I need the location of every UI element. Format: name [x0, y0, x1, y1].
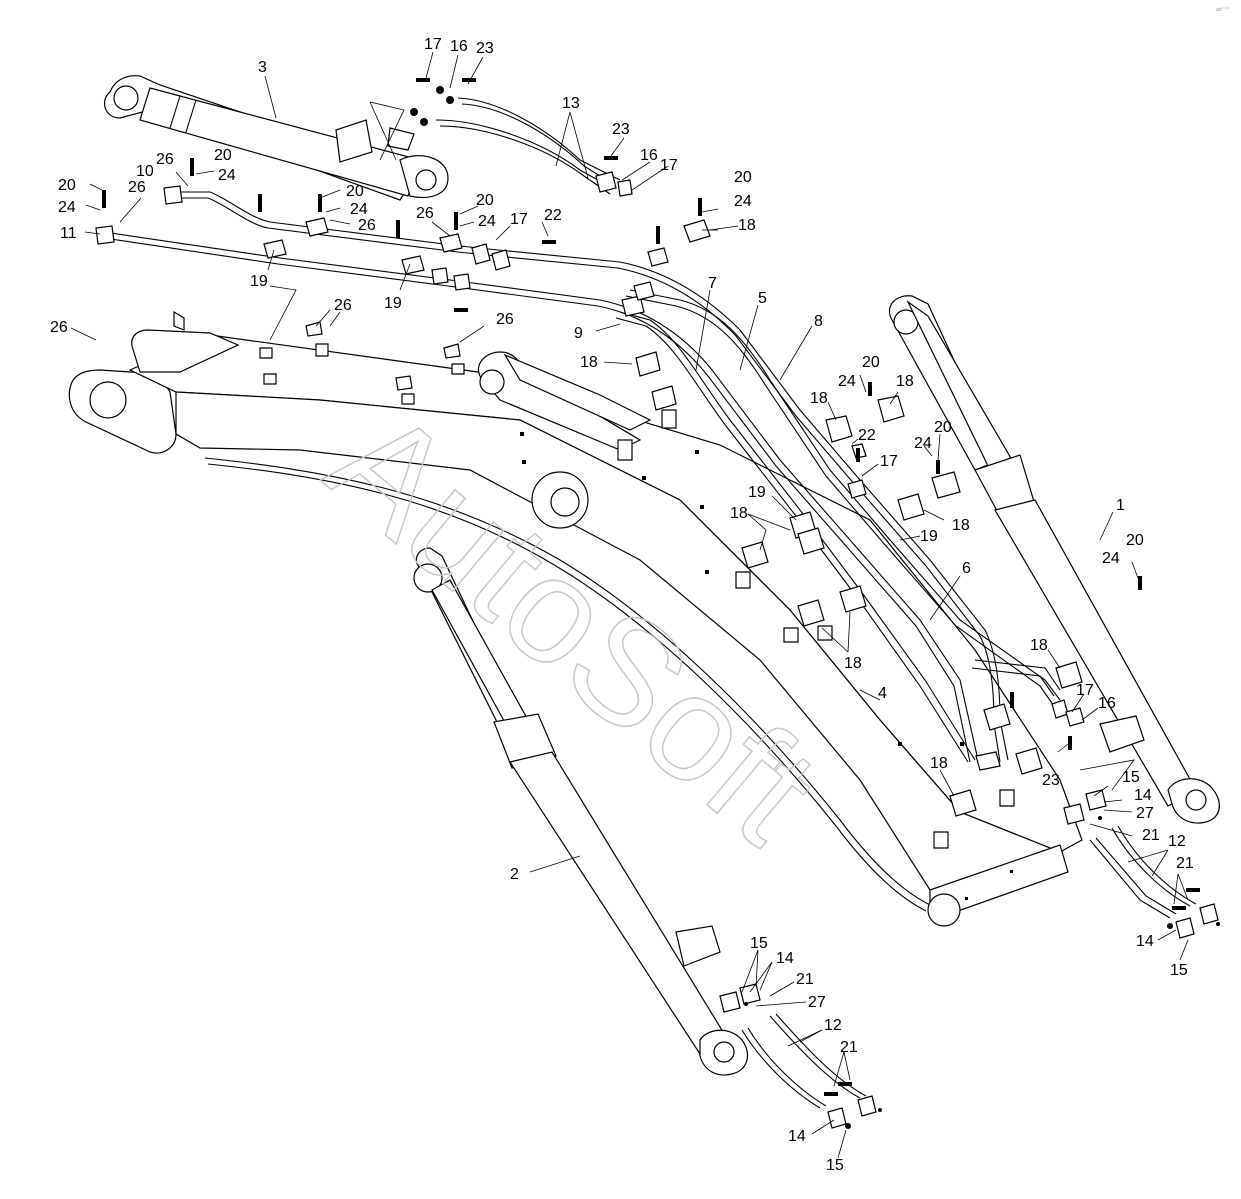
callout-26: 26 [128, 179, 146, 196]
callout-18: 18 [810, 390, 828, 407]
callout-20: 20 [476, 192, 494, 209]
callout-10: 10 [136, 163, 154, 180]
callout-26: 26 [334, 297, 352, 314]
callout-3: 3 [258, 59, 267, 76]
callout-17: 17 [880, 453, 898, 470]
callout-23: 23 [476, 40, 494, 57]
callout-20: 20 [734, 169, 752, 186]
callout-19: 19 [250, 273, 268, 290]
callout-14: 14 [1136, 933, 1154, 950]
callout-15: 15 [1170, 962, 1188, 979]
callout-23: 23 [1042, 772, 1060, 789]
leader-lines [70, 51, 1189, 1159]
callout-14: 14 [776, 950, 794, 967]
cylinder-2 [413, 547, 749, 1076]
callout-15: 15 [1122, 769, 1140, 786]
callout-18: 18 [730, 505, 748, 522]
cylinder-3 [103, 75, 449, 201]
callout-2: 2 [510, 866, 519, 883]
callout-16: 16 [450, 38, 468, 55]
callout-16: 16 [640, 147, 658, 164]
callout-22: 22 [544, 207, 562, 224]
callout-18: 18 [1030, 637, 1048, 654]
callout-26: 26 [50, 319, 68, 336]
callout-12: 12 [1168, 833, 1186, 850]
callout-27: 27 [808, 994, 826, 1011]
callout-19: 19 [384, 295, 402, 312]
callout-9: 9 [574, 325, 583, 342]
callout-24: 24 [478, 213, 496, 230]
callout-20: 20 [214, 147, 232, 164]
callout-21: 21 [1142, 827, 1160, 844]
callout-26: 26 [358, 217, 376, 234]
callout-24: 24 [58, 199, 76, 216]
callout-24: 24 [218, 167, 236, 184]
callout-20: 20 [934, 419, 952, 436]
callout-14: 14 [788, 1128, 806, 1145]
callout-5: 5 [758, 290, 767, 307]
callout-7: 7 [708, 275, 717, 292]
cylinder-1 [888, 295, 1220, 824]
callout-18: 18 [930, 755, 948, 772]
callout-20: 20 [862, 354, 880, 371]
callout-21: 21 [1176, 855, 1194, 872]
callout-26: 26 [496, 311, 514, 328]
callout-24: 24 [350, 201, 368, 218]
callout-17: 17 [424, 36, 442, 53]
callout-20: 20 [58, 177, 76, 194]
callout-18: 18 [896, 373, 914, 390]
callout-21: 21 [796, 971, 814, 988]
callout-23: 23 [612, 121, 630, 138]
callout-26: 26 [156, 151, 174, 168]
callout-13: 13 [562, 95, 580, 112]
hydraulic-lines [103, 97, 1197, 1109]
callout-19: 19 [748, 484, 766, 501]
callout-11: 11 [60, 225, 77, 242]
callout-27: 27 [1136, 805, 1154, 822]
callout-22: 22 [858, 427, 876, 444]
callout-6: 6 [962, 560, 971, 577]
callout-24: 24 [1102, 550, 1120, 567]
callout-18: 18 [580, 354, 598, 371]
callout-17: 17 [510, 211, 528, 228]
callout-18: 18 [952, 517, 970, 534]
callout-14: 14 [1134, 787, 1152, 804]
callout-24: 24 [914, 435, 932, 452]
callout-24: 24 [734, 193, 752, 210]
callouts: 17 16 23 3 13 23 16 17 26 20 10 24 20 26… [50, 36, 1194, 1174]
callout-15: 15 [750, 935, 768, 952]
callout-18: 18 [738, 217, 756, 234]
callout-8: 8 [814, 313, 823, 330]
callout-26: 26 [416, 205, 434, 222]
callout-12: 12 [824, 1017, 842, 1034]
callout-4: 4 [878, 685, 887, 702]
callout-17: 17 [1076, 682, 1094, 699]
boom-body [68, 329, 1083, 927]
callout-18: 18 [844, 655, 862, 672]
callout-20: 20 [346, 183, 364, 200]
callout-24: 24 [838, 373, 856, 390]
callout-21: 21 [840, 1039, 858, 1056]
callout-16: 16 [1098, 695, 1116, 712]
callout-1: 1 [1116, 497, 1125, 514]
fittings [95, 78, 1220, 1129]
callout-15: 15 [826, 1157, 844, 1174]
callout-17: 17 [660, 157, 678, 174]
callout-19: 19 [920, 528, 938, 545]
callout-20: 20 [1126, 532, 1144, 549]
corner-mark: ab° °° [1216, 7, 1229, 13]
